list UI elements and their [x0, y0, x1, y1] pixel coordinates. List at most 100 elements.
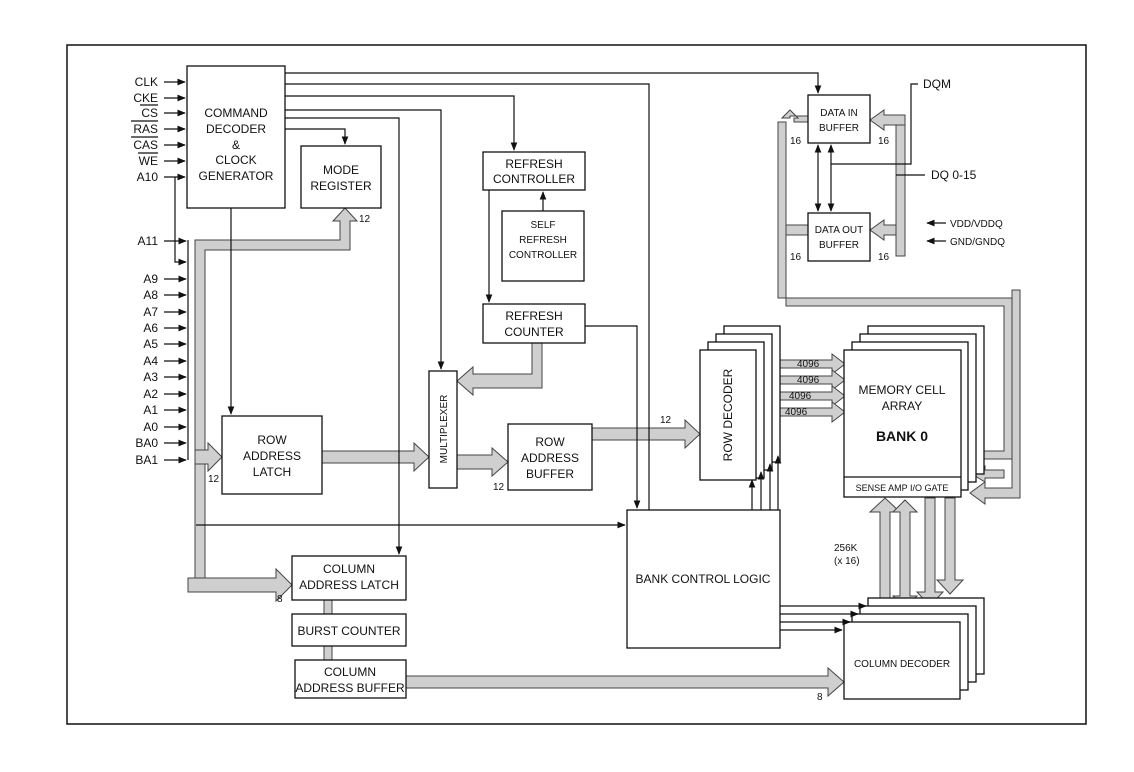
bank-control-label: BANK CONTROL LOGIC — [636, 572, 771, 586]
signal-cke: CKE — [133, 91, 158, 105]
burst-counter-label: BURST COUNTER — [297, 624, 400, 638]
signal-a1: A1 — [143, 403, 158, 417]
column-address-buffer-label-2: ADDRESS BUFFER — [295, 681, 405, 695]
column-address-latch-label-1: COLUMN — [323, 562, 375, 576]
signal-vdd: VDD/VDDQ — [950, 219, 1003, 230]
input-arrows — [164, 78, 189, 464]
signal-a9: A9 — [143, 272, 158, 286]
column-address-buffer-box — [294, 659, 407, 699]
data-in-buffer-label-2: BUFFER — [819, 123, 859, 134]
width-mode-reg: 12 — [359, 214, 371, 225]
column-address-latch-label-2: ADDRESS LATCH — [299, 578, 399, 592]
width-sense-2: (x 16) — [834, 556, 860, 567]
width-row-latch: 12 — [208, 474, 220, 485]
row-decoder-box — [699, 349, 757, 481]
bank-control-box — [626, 509, 781, 649]
width-row-line-4: 4096 — [785, 407, 808, 418]
signal-a7: A7 — [143, 305, 158, 319]
refresh-counter-label-1: REFRESH — [505, 309, 562, 323]
bus-col-latch — [187, 567, 293, 603]
signal-dq: DQ 0-15 — [931, 168, 977, 182]
signal-a5: A5 — [143, 337, 158, 351]
overbars — [131, 104, 158, 154]
signal-cas: CAS — [133, 138, 158, 152]
bus-data-in-left — [780, 109, 809, 123]
row-address-latch-label-1: ROW — [257, 433, 287, 447]
column-decoder-label: COLUMN DECODER — [854, 659, 950, 670]
multiplexer-box — [428, 370, 458, 489]
command-decoder-label-1: COMMAND — [204, 106, 268, 120]
width-data-out-right: 16 — [878, 252, 890, 263]
refresh-counter-box — [482, 303, 586, 344]
signal-a11: A11 — [138, 234, 159, 248]
data-in-buffer-box — [807, 94, 871, 144]
refresh-counter-label-2: COUNTER — [504, 325, 564, 339]
bus-counter-to-mux — [456, 342, 543, 397]
command-decoder-label-3: & — [232, 138, 240, 152]
bus-sense-down-1 — [915, 497, 945, 607]
width-row-buffer: 12 — [493, 482, 505, 493]
bus-row-line-2 — [771, 368, 846, 392]
signal-dqm: DQM — [923, 77, 951, 91]
bus-latch-to-mux — [321, 441, 430, 473]
bus-mode-register — [194, 207, 359, 579]
width-col-latch: 8 — [277, 594, 283, 605]
self-refresh-label-1: SELF — [530, 220, 555, 231]
signal-a2: A2 — [143, 387, 158, 401]
bus-sense-bidir-2 — [891, 499, 919, 609]
width-sense-1: 256K — [834, 543, 858, 554]
row-decoder-label: ROW DECODER — [721, 368, 735, 461]
column-address-latch-box — [291, 555, 407, 601]
width-data-in-left: 16 — [790, 136, 802, 147]
data-buffer-arrows — [814, 83, 946, 245]
signal-a3: A3 — [143, 370, 158, 384]
column-decoder-box — [843, 621, 961, 700]
signal-ba0: BA0 — [135, 436, 158, 450]
row-address-buffer-label-1: ROW — [535, 435, 565, 449]
refresh-controller-label-2: CONTROLLER — [493, 172, 575, 186]
signal-a8: A8 — [143, 288, 158, 302]
memory-array-box — [843, 349, 962, 498]
refresh-controller-box — [482, 151, 586, 191]
signal-we: WE — [139, 154, 158, 168]
bus-burst-to-buffer — [323, 645, 333, 661]
signal-a6: A6 — [143, 321, 158, 335]
bank-label: BANK 0 — [876, 428, 928, 444]
width-row-decoder-in: 12 — [660, 415, 672, 426]
bus-row-line-1 — [779, 352, 846, 376]
mode-register-label-1: MODE — [323, 163, 359, 177]
signal-gnd: GND/GNDQ — [950, 237, 1005, 248]
bus-array-data-1 — [969, 289, 1021, 505]
command-decoder-box — [186, 65, 286, 209]
command-decoder-label-4: CLOCK — [215, 153, 256, 167]
row-address-latch-box — [221, 415, 323, 495]
row-address-buffer-label-3: BUFFER — [526, 467, 574, 481]
memory-array-label-2: ARRAY — [882, 399, 922, 413]
data-in-buffer-label-1: DATA IN — [820, 108, 857, 119]
self-refresh-label-2: REFRESH — [519, 235, 567, 246]
command-decoder-label-2: DECODER — [206, 122, 266, 136]
mode-register-label-2: REGISTER — [310, 179, 372, 193]
bus-data-right-loop — [895, 124, 906, 257]
row-address-latch-label-3: LATCH — [253, 465, 291, 479]
signal-clk: CLK — [135, 75, 158, 89]
data-out-buffer-label-2: BUFFER — [819, 240, 859, 251]
bus-mux-to-buffer — [456, 446, 509, 478]
multiplexer-label: MULTIPLEXER — [439, 395, 450, 464]
memory-array-label-1: MEMORY CELL — [859, 383, 946, 397]
bus-latch-to-burst — [323, 599, 333, 615]
signal-a10: A10 — [137, 170, 159, 184]
width-data-in-right: 16 — [878, 136, 890, 147]
sense-amp-label: SENSE AMP I/O GATE — [856, 483, 949, 493]
width-col-decoder: 8 — [817, 692, 823, 703]
burst-counter-box — [291, 613, 407, 647]
diagram-frame — [66, 44, 1087, 725]
width-data-out-left: 16 — [790, 252, 802, 263]
data-out-buffer-box — [807, 212, 871, 262]
bus-buffer-to-decoder — [591, 418, 701, 450]
self-refresh-box — [501, 210, 585, 282]
refresh-arrows — [485, 190, 641, 509]
self-refresh-label-3: CONTROLLER — [509, 250, 577, 261]
signal-ba1: BA1 — [135, 453, 158, 467]
command-decoder-label-5: GENERATOR — [199, 169, 274, 183]
